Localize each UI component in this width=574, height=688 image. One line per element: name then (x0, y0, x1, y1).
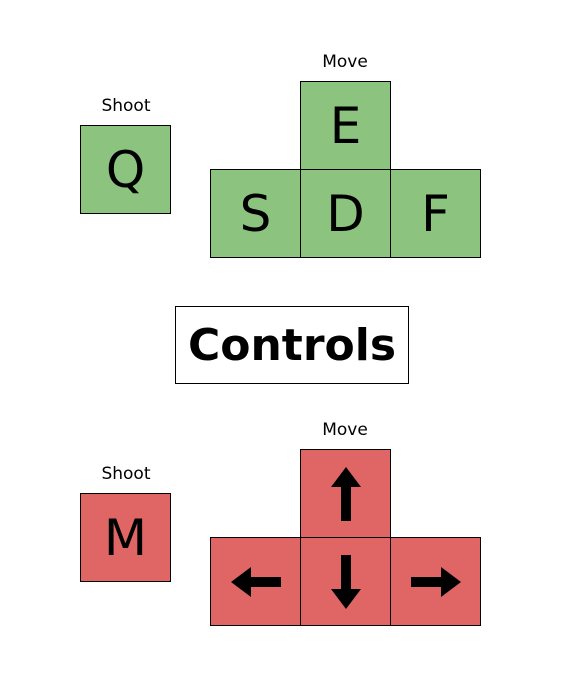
page-title: Controls (187, 319, 397, 371)
arrow-down-icon (330, 554, 361, 609)
p2-move-label: Move (322, 420, 368, 440)
p1-shoot-key: Q (80, 125, 171, 214)
p1-key-down: D (300, 169, 391, 258)
controls-title: Controls (175, 306, 409, 384)
p1-move-label: Move (322, 52, 368, 72)
p2-shoot-key: M (80, 493, 171, 582)
p1-key-up: E (300, 81, 391, 170)
arrow-up-icon (330, 466, 361, 521)
arrow-right-icon (410, 566, 461, 597)
p2-key-up (300, 449, 391, 538)
p2-shoot-label: Shoot (101, 464, 151, 484)
arrow-left-icon (230, 566, 281, 597)
p2-key-left (210, 537, 301, 626)
p2-key-down (300, 537, 391, 626)
p1-key-left: S (210, 169, 301, 258)
p1-shoot-label: Shoot (101, 96, 151, 116)
p2-key-right (390, 537, 481, 626)
p1-key-right: F (390, 169, 481, 258)
